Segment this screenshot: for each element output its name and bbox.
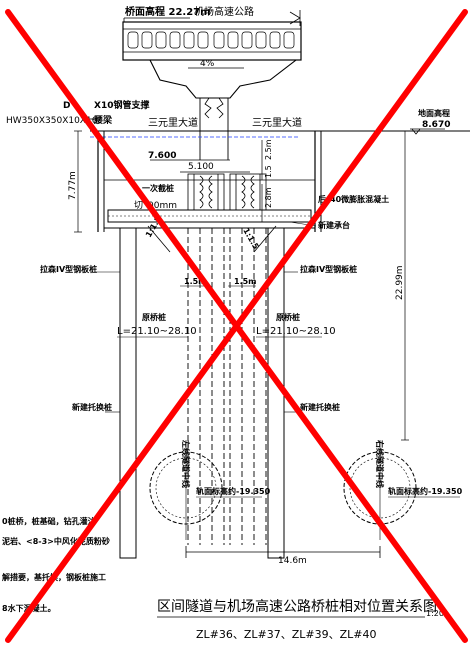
pier: 4% (149, 59, 298, 160)
new-pile-left-label: 新建托换桩 (72, 402, 112, 412)
orig-pile-right-label: 原桥桩 (276, 312, 300, 322)
waling-suffix: 腰梁 (93, 114, 113, 126)
bridge-deck: 桥面高程 22.27m 机场高速公路 (122, 5, 302, 61)
road-name: 机场高速公路 (194, 5, 254, 18)
drawing-scale: 1:20 (426, 609, 444, 618)
ground-elevation-label: 地面高程 (418, 108, 450, 118)
drawing-subtitle: ZL#36、ZL#37、ZL#39、ZL#40 (196, 628, 377, 641)
title-block: 区间隧道与机场高速公路桥桩相对位置关系图 1:20 ZL#36、ZL#37、ZL… (157, 598, 444, 641)
slope-label: 4% (200, 59, 215, 69)
dim-7-77: 7.77m (68, 130, 82, 233)
road-right-label: 三元里大道 (252, 116, 302, 129)
ground-surface: 三元里大道 三元里大道 地面高程 8.670 (90, 108, 470, 138)
dim-14-6: 14.6m (185, 546, 381, 566)
dim-1-5: 1.5 (264, 165, 273, 178)
support-label: D (63, 101, 70, 111)
slope-right: 1:1.5 (241, 227, 260, 252)
notes: 0桩桥，桩基础，钻孔灌注 泥岩、<8-3>中风化泥质粉砂 解措要，基托换，钢板桩… (2, 516, 110, 613)
road-left-label: 三元里大道 (148, 116, 198, 129)
original-piles (187, 228, 267, 545)
steel-support-label: X10钢管支撑 (94, 99, 149, 111)
note-2: 泥岩、<8-3>中风化泥质粉砂 (2, 536, 110, 546)
cut-pile-label: 切 (134, 200, 143, 211)
ground-elevation-value: 8.670 (422, 120, 450, 130)
dim-22-99: 22.99m (395, 130, 409, 441)
right-tunnel-label: 右线隧道中线 (375, 439, 385, 488)
deck-cells (127, 31, 295, 49)
dim-7-77-label: 7.77m (68, 171, 78, 200)
dim-2-5: 2.5m (264, 139, 273, 160)
new-cap-label: 新建承台 (318, 220, 350, 230)
new-pile-right-label: 新建托换桩 (300, 402, 340, 412)
track-elev-right: 轨面标高约-19.350 (388, 486, 463, 496)
sheet-pile-right-label: 拉森IV型钢板桩 (300, 264, 357, 274)
pile-length-left: L=21.10~28.10 (117, 326, 197, 337)
rejection-cross (5, 9, 468, 643)
first-pile-cut-label: 一次截桩 (142, 183, 174, 193)
dim-22-99-label: 22.99m (395, 265, 405, 300)
left-tunnel-label: 左线隧道中线 (181, 439, 191, 488)
dim-1-5m-right: 1.5m (234, 277, 257, 286)
dim-5-100: 5.100 (188, 162, 214, 172)
note-1: 0桩桥，桩基础，钻孔灌注 (2, 516, 96, 526)
orig-pile-left-label: 原桥桩 (142, 312, 166, 322)
dim-14-6-label: 14.6m (278, 556, 307, 566)
pile-cages (187, 173, 267, 211)
elev-7-600: 7.600 (148, 151, 176, 161)
deck-elevation: 桥面高程 22.27m (125, 5, 211, 18)
pile-length-right: L=21.10~28.10 (256, 326, 336, 337)
cut-pile-suffix: 00mm (148, 201, 177, 211)
dim-1-5m-left: 1.5m (184, 277, 207, 286)
micro-expansion-label: 后 (318, 194, 326, 204)
waling-label: HW350X350X10X16 (6, 116, 98, 126)
left-tunnel (149, 440, 223, 540)
sheet-pile-left-label: 拉森IV型钢板桩 (40, 264, 97, 274)
micro-expansion-suffix: 40微膨胀混凝土 (330, 194, 389, 204)
drawing-title: 区间隧道与机场高速公路桥桩相对位置关系图 (157, 598, 437, 615)
dim-2-8: 2.8m (264, 187, 273, 208)
track-elev-left: 轨面标高约-19.350 (196, 486, 271, 496)
